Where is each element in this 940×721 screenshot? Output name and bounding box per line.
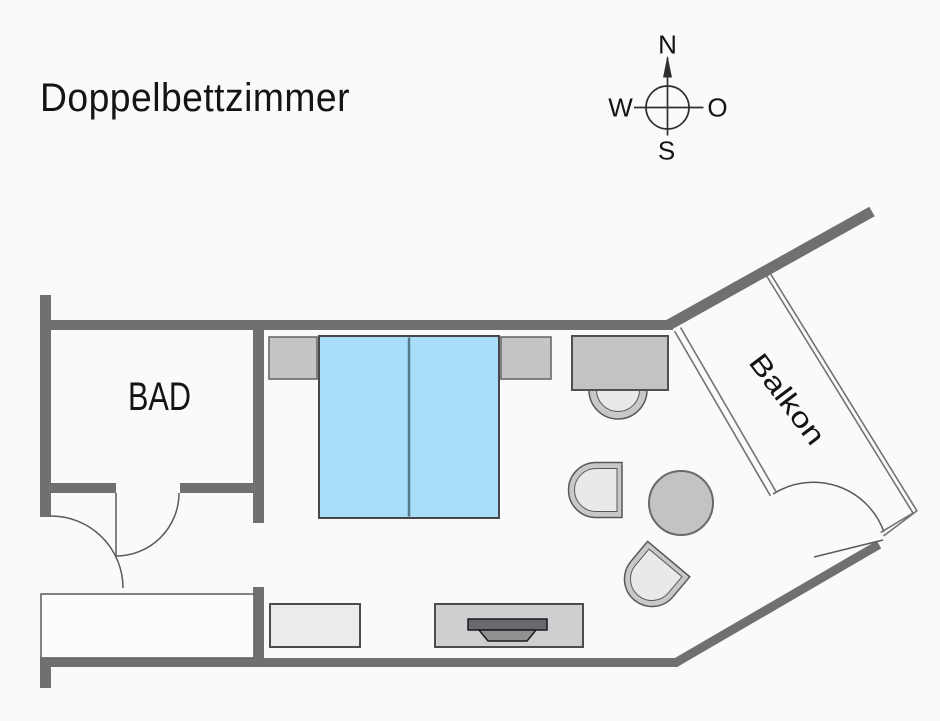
wall-bathroom-bottom-left [40,483,116,493]
nightstand-right [500,336,552,380]
wall-bathroom-right [253,320,264,523]
bathroom-label: BAD [128,375,191,419]
page-title: Doppelbettzimmer [40,76,350,120]
compass-label-west: W [608,93,633,123]
balcony-railing-inner-line1 [673,330,772,497]
walls [40,206,882,688]
north-arrow-icon [663,55,672,78]
desk-chair [588,389,648,420]
balcony-railing-outer-line2 [769,272,918,537]
minibar-bench [269,603,361,648]
wall-bottom-diagonal [673,540,882,667]
balcony-label: Balkon [743,347,832,450]
wall-bottom [40,658,678,667]
tv-base-icon [477,629,538,642]
doors [50,481,885,589]
wall-left [40,295,51,517]
round-table [648,470,714,536]
wardrobe [40,593,255,659]
desk-chair-seat [595,389,641,412]
armchair-upper-seat [574,468,618,512]
compass-rose: N W O S [608,30,727,166]
tv-icon [467,618,548,631]
tv-sideboard [434,603,584,648]
armchair-lower-seat [630,548,683,601]
bathroom-door-swing-arc [115,492,180,557]
nightstand-left [268,336,318,380]
wall-bathroom-bottom-right [180,483,264,493]
wall-bottom-left-stub [40,658,51,688]
balcony-railing-inner-line2 [679,327,778,493]
wall-top-diagonal [665,206,875,330]
double-bed [318,335,500,519]
balcony-door-leaf [813,539,884,558]
wall-top [40,320,673,330]
wall-hall-stub [253,587,264,658]
compass-label-north: N [658,30,677,60]
entrance-door-swing-arc [50,515,124,589]
balcony-door-swing-arc [772,481,885,533]
compass-label-south: S [658,136,675,166]
compass-label-east: O [707,93,727,123]
armchair-lower [623,540,691,608]
armchair-upper [567,461,623,519]
desk [571,335,669,391]
balcony-railings [673,272,918,537]
